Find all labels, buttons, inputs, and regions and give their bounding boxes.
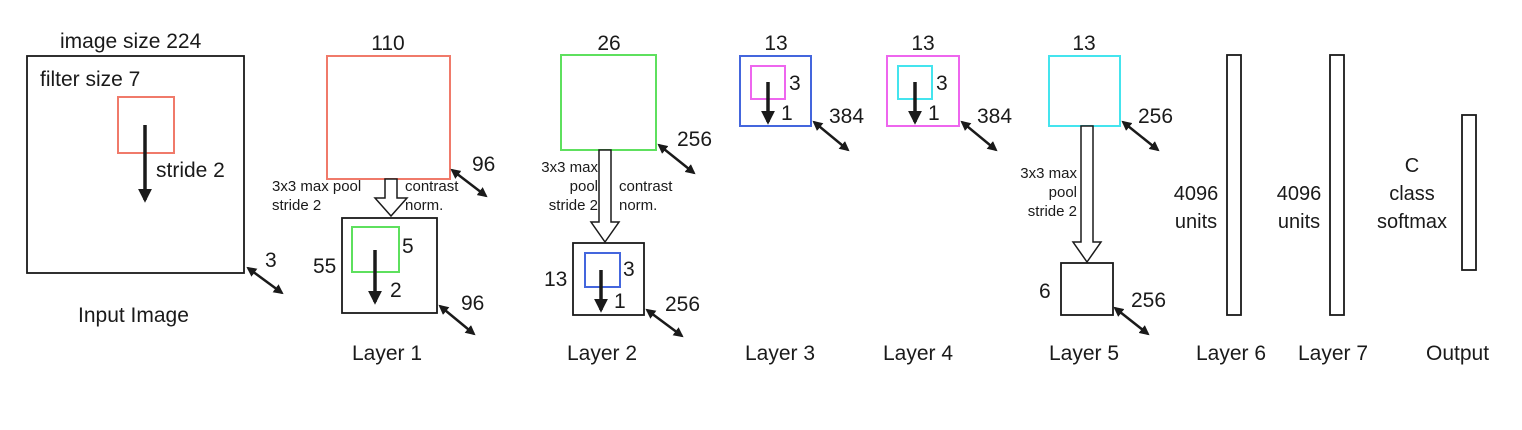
layer7-caption: Layer 7 [1298,342,1369,365]
layer5-pooled-size-label: 6 [1039,280,1051,303]
layer5-depth-arrow [1121,120,1160,152]
layer2-pool-arrow [589,149,621,244]
layer1-pooled-depth-arrow [438,304,476,336]
layer4-stride-label: 1 [928,102,940,125]
layer5-pooled-box [1060,262,1114,316]
layer7-bar [1329,54,1345,316]
input-filter-size-label: filter size 7 [40,68,141,91]
layer1-pooled-depth-label: 96 [461,292,485,315]
layer1-depth-label: 96 [472,153,496,176]
input-image-size-label: image size 224 [60,30,202,53]
layer3-map-box [739,55,812,127]
layer5-pooled-depth-label: 256 [1131,289,1167,312]
layer2-depth-arrow [657,143,696,175]
layer2-map-box [560,54,657,151]
input-depth-label: 3 [265,249,277,272]
layer2-depth-label: 256 [677,128,713,151]
layer1-pool-arrow [373,178,409,218]
layer5-caption: Layer 5 [1049,342,1120,365]
layer5-depth-label: 256 [1138,105,1174,128]
output-bar [1461,114,1477,271]
layer3-size-label: 13 [764,32,788,55]
layer4-size-label: 13 [911,32,935,55]
layer2-pooled-depth-label: 256 [665,293,701,316]
layer2-filter-label: 3 [623,258,635,281]
layer1-stride-label: 2 [390,279,402,302]
layer4-filter-label: 3 [936,72,948,95]
layer4-caption: Layer 4 [883,342,954,365]
layer3-depth-arrow [812,120,850,152]
layer1-depth-arrow [450,168,488,198]
layer2-size-label: 26 [597,32,621,55]
layer3-filter-label: 3 [789,72,801,95]
layer5-map-box [1048,55,1121,127]
layer4-depth-arrow [960,120,998,152]
layer4-depth-label: 384 [977,105,1013,128]
layer6-caption: Layer 6 [1196,342,1267,365]
layer3-depth-label: 384 [829,105,865,128]
layer3-caption: Layer 3 [745,342,816,365]
layer4-map-box [886,55,960,127]
input-image-box [26,55,245,274]
layer1-caption: Layer 1 [352,342,423,365]
layer5-pool-arrow [1071,125,1103,264]
output-caption: Output [1426,342,1490,365]
layer2-stride-label: 1 [614,290,626,313]
layer1-pooled-size-label: 55 [313,255,337,278]
layer2-caption: Layer 2 [567,342,638,365]
layer6-bar [1226,54,1242,316]
layer1-map-box [326,55,451,180]
input-depth-arrow [246,266,284,295]
layer3-stride-label: 1 [781,102,793,125]
layer5-size-label: 13 [1072,32,1096,55]
layer1-pooled-box [341,217,438,314]
layer2-pooled-box [572,242,645,316]
layer1-size-label: 110 [371,32,405,55]
layer1-filter-label: 5 [402,235,414,258]
input-stride-label: stride 2 [156,159,225,182]
layer2-pooled-size-label: 13 [544,268,568,291]
layer5-pooled-depth-arrow [1113,306,1150,336]
layer2-pooled-depth-arrow [645,308,684,338]
input-caption: Input Image [78,304,189,327]
